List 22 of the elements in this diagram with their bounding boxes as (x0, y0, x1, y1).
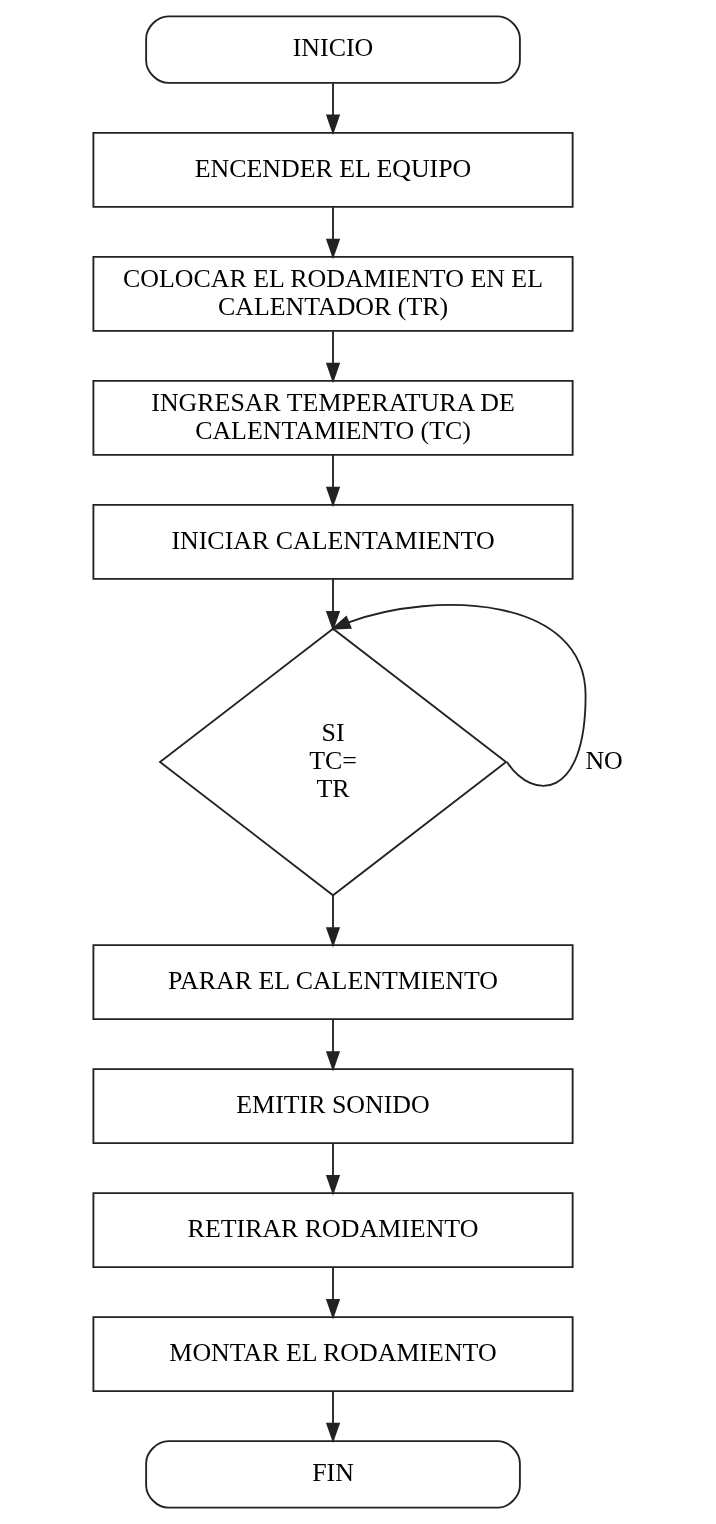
arrow (325, 454, 341, 508)
node-box: FIN (145, 1440, 521, 1509)
arrow (325, 1018, 341, 1072)
arrow (325, 1142, 341, 1196)
arrow (325, 1266, 341, 1320)
node-box: ENCENDER EL EQUIPO (92, 131, 574, 208)
node-box: INICIAR CALENTAMIENTO (92, 503, 574, 580)
node-box: INGRESAR TEMPERATURA DE CALENTAMIENTO (TC) (92, 379, 574, 456)
arrow (325, 206, 341, 260)
node-box: MONTAR EL RODAMIENTO (92, 1316, 574, 1393)
node-box: RETIRAR RODAMIENTO (92, 1192, 574, 1269)
node-box: EMITIR SONIDO (92, 1068, 574, 1145)
arrow (325, 894, 341, 948)
arrow (330, 604, 587, 787)
node-diamond: SI TC=TR (158, 627, 508, 897)
node-box: COLOCAR EL RODAMIENTO EN EL CALENTADOR (TR) (92, 255, 574, 332)
arrow (325, 330, 341, 384)
edge-label: NO (585, 745, 623, 775)
node-box: INICIO (145, 15, 521, 84)
arrow (325, 82, 341, 135)
node-box: PARAR EL CALENTMIENTO (92, 944, 574, 1021)
arrow (325, 1390, 341, 1444)
